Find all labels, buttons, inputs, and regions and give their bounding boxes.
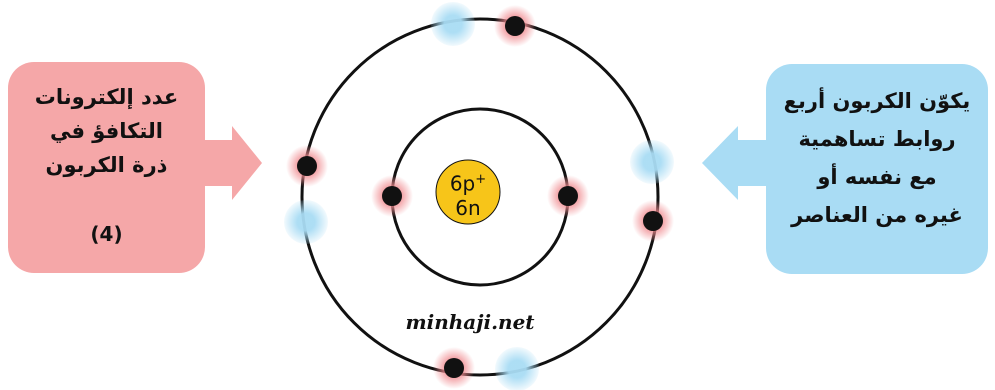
right-box-line-3: مع نفسه أو: [817, 165, 937, 189]
valence-electrons-count: (4): [90, 222, 123, 246]
proton-count: 6p+: [436, 168, 500, 196]
electron: [382, 186, 402, 206]
valence-electrons-text: عدد إلكترونات التكافؤ في ذرة الكربون: [8, 80, 205, 182]
bond-site: [495, 347, 539, 390]
valence-electrons-box: عدد إلكترونات التكافؤ في ذرة الكربون (4): [8, 62, 205, 273]
proton-charge: +: [475, 172, 487, 187]
nucleus: [435, 159, 501, 225]
right-arrow: [702, 126, 766, 200]
right-box-line-2: روابط تساهمية: [798, 127, 956, 151]
electron: [444, 358, 464, 378]
left-box-line-3: ذرة الكربون: [45, 153, 168, 177]
neutron-count: 6n: [455, 195, 481, 220]
proton-text: 6p: [449, 171, 476, 196]
left-box-line-1: عدد إلكترونات: [34, 85, 179, 109]
electron: [558, 186, 578, 206]
electron: [505, 16, 525, 36]
electron: [643, 211, 663, 231]
covalent-bonds-text: يكوّن الكربون أربع روابط تساهمية مع نفسه…: [766, 82, 988, 234]
right-box-line-4: غيره من العناصر: [791, 203, 963, 227]
right-box-line-1: يكوّن الكربون أربع: [783, 89, 971, 113]
bond-site: [431, 2, 475, 46]
watermark: minhaji.net: [405, 310, 535, 334]
nucleus-label: 6p+ 6n: [436, 168, 500, 220]
electron: [297, 156, 317, 176]
outer-shell: [300, 17, 660, 377]
left-box-line-2: التكافؤ في: [50, 119, 163, 143]
left-arrow: [205, 126, 262, 200]
covalent-bonds-box: يكوّن الكربون أربع روابط تساهمية مع نفسه…: [766, 64, 988, 274]
bond-site: [284, 200, 328, 244]
bond-site: [630, 140, 674, 184]
